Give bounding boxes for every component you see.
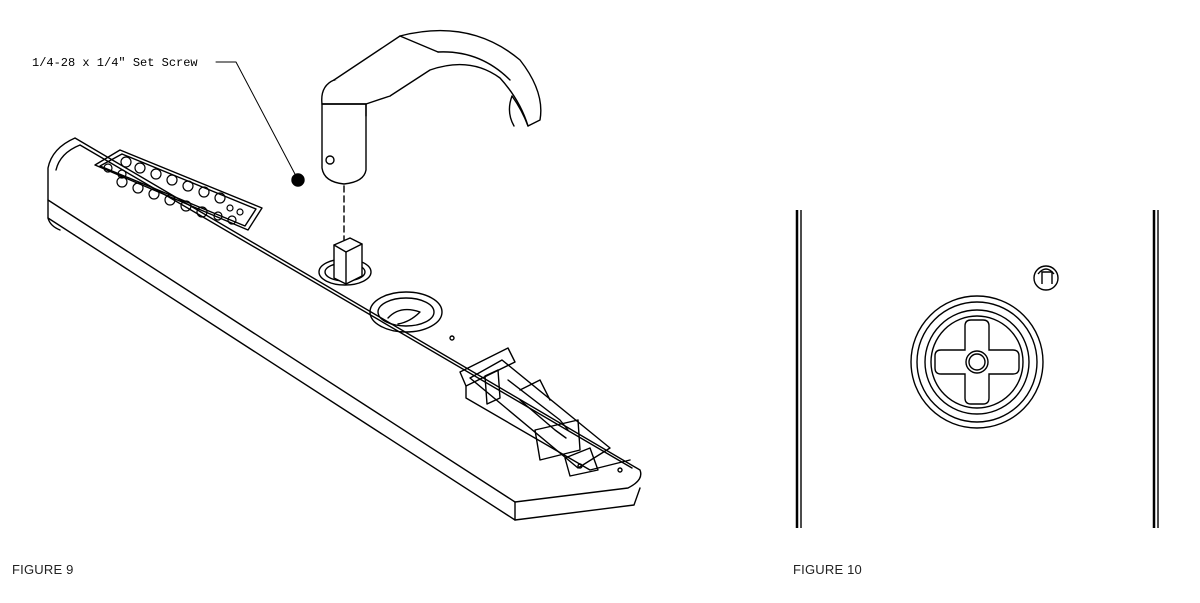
figure-9-caption: FIGURE 9	[12, 562, 74, 577]
keypad-panel	[94, 149, 263, 231]
set-screw-top-view	[1033, 265, 1059, 291]
spindle-hub-rose	[910, 295, 1044, 429]
cylinder-opening	[369, 291, 455, 341]
spindle-hub	[318, 237, 372, 286]
figure-10-drawing	[795, 210, 1159, 528]
set-screw-part	[291, 173, 305, 187]
figure-10-caption: FIGURE 10	[793, 562, 862, 577]
lever-handle	[321, 29, 542, 185]
keypad-lock-housing	[47, 137, 642, 521]
door-edge-left	[795, 210, 802, 528]
battery-compartment	[459, 347, 631, 477]
set-screw-callout: 1/4-28 x 1/4" Set Screw	[32, 56, 198, 70]
cross-spindle	[934, 319, 1020, 405]
door-edge-right	[1152, 210, 1159, 528]
figure-9-drawing	[47, 29, 642, 521]
callout-leader	[215, 61, 297, 177]
